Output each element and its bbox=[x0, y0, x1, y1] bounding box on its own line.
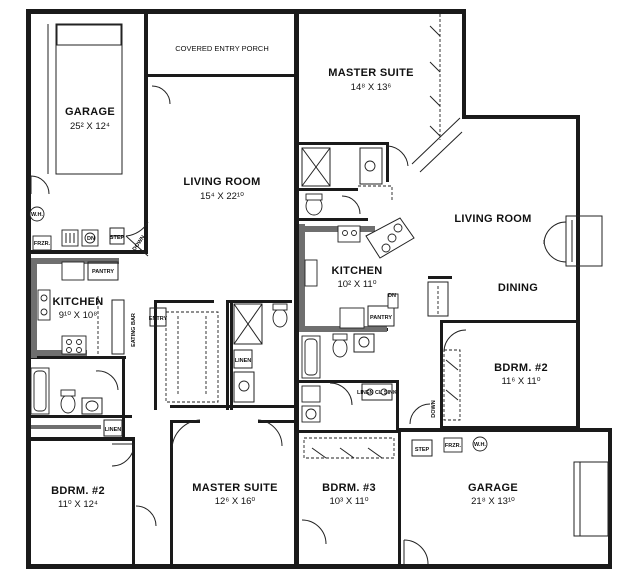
right-master-detail bbox=[301, 14, 463, 216]
left-bath-detail bbox=[30, 367, 123, 437]
bdrm3-right-dims: 10³ X 11⁰ bbox=[329, 496, 368, 507]
dn-label-right: DN bbox=[388, 293, 396, 299]
bdrm2-left-dims: 11⁰ X 12⁴ bbox=[58, 499, 98, 510]
exterior-walls bbox=[26, 9, 612, 569]
left-master-detail bbox=[149, 85, 288, 449]
dining-right-name: DINING bbox=[498, 282, 538, 294]
covered-porch-name: COVERED ENTRY PORCH bbox=[175, 44, 269, 53]
down-label-right: DOWN bbox=[431, 400, 437, 417]
pantry-label-left: PANTRY bbox=[92, 269, 114, 275]
bdrm2-right-dims: 11⁶ X 11⁰ bbox=[501, 376, 540, 387]
right-bath-detail bbox=[301, 333, 393, 423]
eating-bar-label: EATING BAR bbox=[131, 313, 137, 347]
pantry-label-right: PANTRY bbox=[370, 315, 392, 321]
garage-left-name: GARAGE bbox=[65, 106, 115, 118]
bdrm2-left-name: BDRM. #2 bbox=[51, 485, 105, 497]
kitchen-right-name: KITCHEN bbox=[332, 265, 383, 277]
frzr-label-right: FRZR. bbox=[445, 443, 462, 449]
living-left-name: LIVING ROOM bbox=[183, 176, 260, 188]
garage-right-dims: 21⁸ X 13¹⁰ bbox=[471, 496, 515, 507]
linen-label-left-bath: LINEN bbox=[105, 427, 122, 433]
right-bdrm2-detail bbox=[443, 329, 467, 421]
right-living-detail bbox=[427, 117, 603, 317]
living-left-dims: 15⁴ X 22¹⁰ bbox=[200, 191, 244, 202]
master-left-name: MASTER SUITE bbox=[192, 482, 278, 494]
kitchen-right-dims: 10² X 11⁰ bbox=[337, 279, 376, 290]
right-bdrm3-detail bbox=[301, 437, 395, 545]
left-kitchen-detail bbox=[31, 258, 125, 358]
linen-cl-sink-label: LINEN CL SINK bbox=[357, 390, 397, 396]
frzr-label-left: FRZR. bbox=[34, 241, 51, 247]
wh-label-right: W.H. bbox=[474, 442, 486, 448]
left-garage-detail bbox=[29, 23, 149, 257]
bdrm3-right-name: BDRM. #3 bbox=[322, 482, 376, 494]
right-kitchen-detail bbox=[299, 217, 415, 332]
kitchen-left-dims: 9¹⁰ X 10⁸ bbox=[59, 310, 97, 321]
linen-label-left-master: LINEN bbox=[235, 358, 252, 364]
wh-label-left: W.H. bbox=[31, 212, 43, 218]
step-label-right: STEP bbox=[415, 447, 430, 453]
living-right-name: LIVING ROOM bbox=[454, 213, 531, 225]
entry-label: ENTRY bbox=[149, 316, 168, 322]
master-left-dims: 12⁶ X 16⁰ bbox=[215, 496, 256, 507]
room-labels: GARAGE 25² X 12⁴ COVERED ENTRY PORCH LIV… bbox=[51, 44, 548, 510]
interior-walls-left bbox=[26, 9, 296, 567]
right-garage-detail bbox=[403, 403, 609, 565]
dn-label-left: DN bbox=[87, 236, 95, 242]
left-bdrm2-detail bbox=[111, 443, 157, 527]
kitchen-left-name: KITCHEN bbox=[53, 296, 104, 308]
master-right-name: MASTER SUITE bbox=[328, 67, 414, 79]
master-right-dims: 14⁸ X 13⁶ bbox=[351, 82, 392, 93]
bdrm2-right-name: BDRM. #2 bbox=[494, 362, 548, 374]
step-label-left: STEP bbox=[110, 235, 125, 241]
garage-left-dims: 25² X 12⁴ bbox=[70, 121, 110, 132]
garage-right-name: GARAGE bbox=[468, 482, 518, 494]
